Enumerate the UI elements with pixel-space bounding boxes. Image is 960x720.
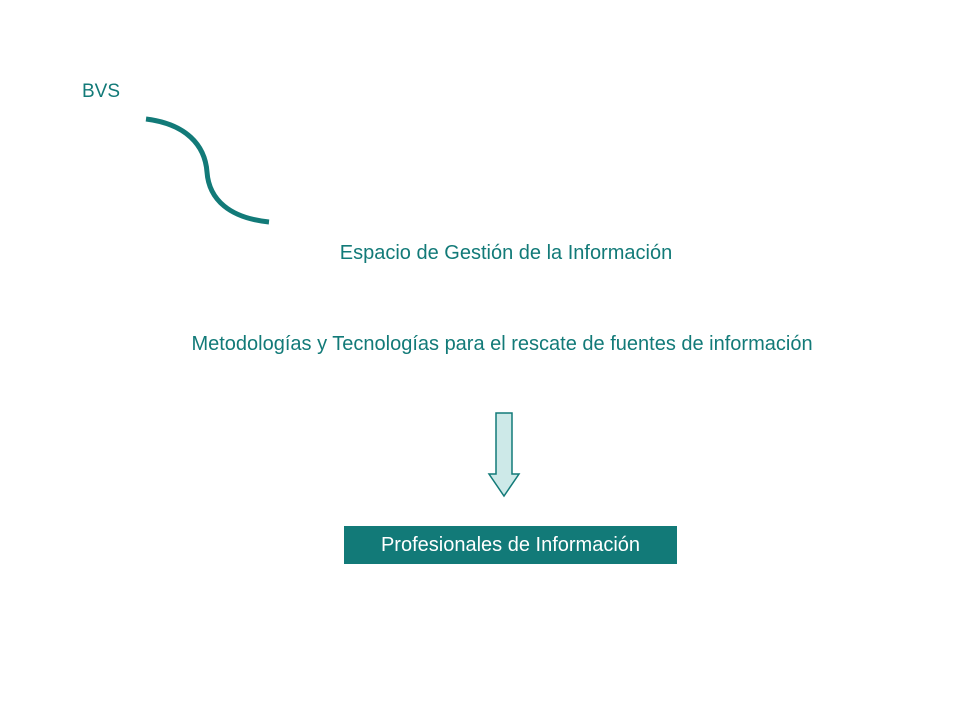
espacio-heading: Espacio de Gestión de la Información bbox=[339, 242, 673, 264]
profesionales-box: Profesionales de Información bbox=[344, 526, 677, 564]
metodologias-text: Metodologías y Tecnologías para el resca… bbox=[191, 333, 813, 355]
bvs-label: BVS bbox=[82, 81, 121, 102]
